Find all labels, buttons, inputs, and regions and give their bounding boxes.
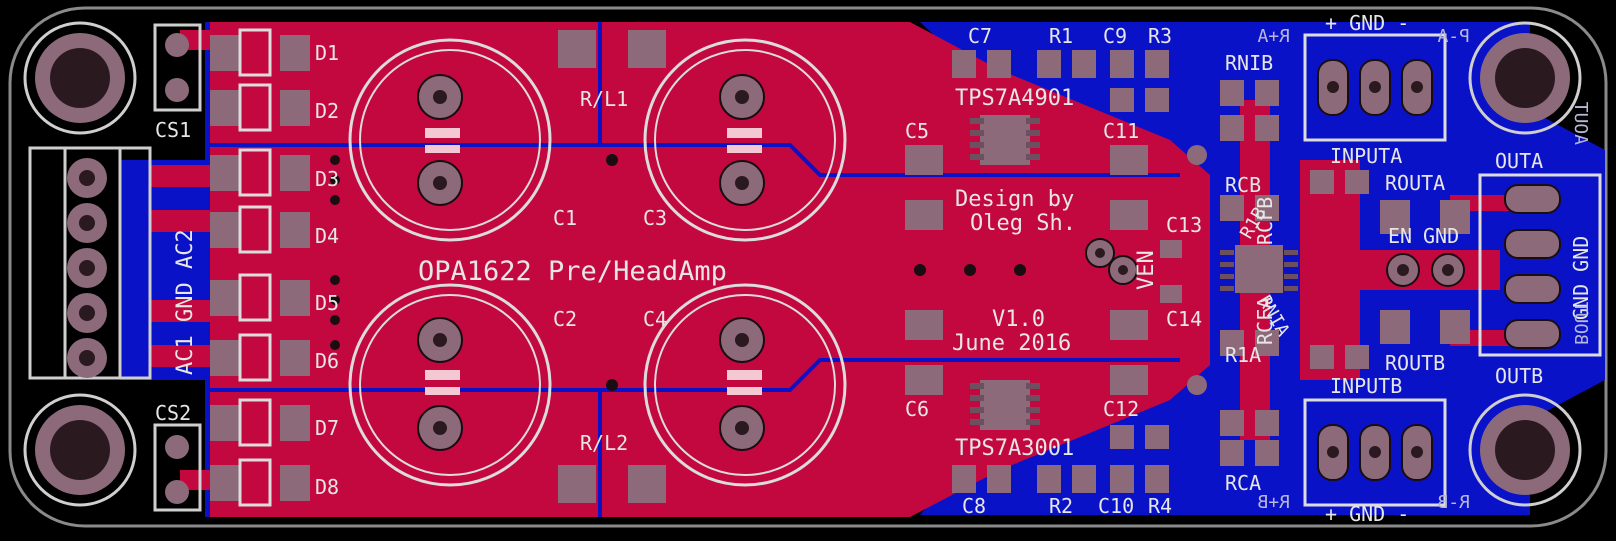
label-c2: C2 bbox=[553, 307, 577, 331]
right-smd-pads bbox=[1220, 80, 1470, 466]
label-d7: D7 bbox=[315, 416, 339, 440]
label-en: EN bbox=[1388, 224, 1412, 248]
opamp-chip bbox=[1220, 245, 1298, 293]
label-routa: ROUTA bbox=[1385, 171, 1445, 195]
left-connector bbox=[28, 146, 152, 380]
output-connector bbox=[1478, 173, 1602, 357]
label-c10: C10 bbox=[1098, 494, 1134, 518]
board-title: OPA1622 Pre/HeadAmp bbox=[418, 256, 727, 287]
mirror-ra: R+A bbox=[1257, 26, 1290, 47]
label-rnia: RNIB bbox=[1225, 51, 1273, 75]
label-c11: C11 bbox=[1103, 119, 1139, 143]
mirrored-silkscreen: P-A R+A R-B R+B AOUT BOUT bbox=[1257, 26, 1591, 513]
label-ven: VEN bbox=[1134, 250, 1159, 290]
label-routb: ROUTB bbox=[1385, 351, 1445, 375]
label-c14: C14 bbox=[1166, 307, 1202, 331]
mirror-bout: BOUT bbox=[1570, 301, 1591, 345]
label-c8: C8 bbox=[962, 494, 986, 518]
label-r1: R1 bbox=[1049, 24, 1073, 48]
label-rl2: R/L2 bbox=[580, 431, 628, 455]
electrolytic-caps bbox=[348, 38, 847, 487]
label-right-conn: GND GND bbox=[1569, 236, 1593, 320]
mirror-pa: P-A bbox=[1437, 26, 1470, 47]
relay-pads bbox=[558, 30, 666, 503]
label-r3: R3 bbox=[1148, 24, 1172, 48]
date: June 2016 bbox=[952, 331, 1071, 356]
label-outb: OUTB bbox=[1495, 364, 1543, 388]
cs-caps bbox=[153, 23, 202, 512]
label-cs2: CS2 bbox=[155, 401, 191, 425]
label-gnd-bot: + GND - bbox=[1325, 502, 1409, 526]
label-c1: C1 bbox=[553, 206, 577, 230]
label-cs1: CS1 bbox=[155, 118, 191, 142]
label-d5: D5 bbox=[315, 291, 339, 315]
blue-traces bbox=[210, 22, 1180, 517]
label-rcfb: RCFA bbox=[1253, 297, 1277, 345]
label-rcb: R1A bbox=[1225, 343, 1261, 367]
label-c12: C12 bbox=[1103, 397, 1139, 421]
label-reg2: TPS7A3001 bbox=[955, 436, 1074, 461]
label-rnib: RCA bbox=[1225, 471, 1261, 495]
label-rca: RCB bbox=[1225, 173, 1261, 197]
design-line1: Design by bbox=[955, 187, 1074, 212]
regulators bbox=[970, 115, 1040, 430]
label-d2: D2 bbox=[315, 99, 339, 123]
label-c7: C7 bbox=[968, 24, 992, 48]
label-c13: C13 bbox=[1166, 213, 1202, 237]
label-r4: R4 bbox=[1148, 494, 1172, 518]
design-line2: Oleg Sh. bbox=[970, 211, 1076, 236]
label-d4: D4 bbox=[315, 224, 339, 248]
label-d6: D6 bbox=[315, 349, 339, 373]
label-gnd-top: + GND - bbox=[1325, 11, 1409, 35]
vias bbox=[330, 154, 1026, 391]
version: V1.0 bbox=[992, 307, 1045, 332]
ven-header bbox=[1085, 145, 1207, 395]
label-c3: C3 bbox=[643, 206, 667, 230]
label-c9: C9 bbox=[1103, 24, 1127, 48]
label-c5: C5 bbox=[905, 119, 929, 143]
label-c4: C4 bbox=[643, 307, 667, 331]
label-gnd-en: GND bbox=[1423, 224, 1459, 248]
label-d8: D8 bbox=[315, 475, 339, 499]
label-left-conn: AC1 GND AC2 bbox=[173, 229, 198, 375]
en-gnd-header bbox=[1386, 253, 1465, 287]
label-rl1: R/L1 bbox=[580, 87, 628, 111]
label-reg1: TPS7A4901 bbox=[955, 86, 1074, 111]
mirror-rplusb: R+B bbox=[1257, 492, 1290, 513]
label-inputb: INPUTB bbox=[1330, 374, 1402, 398]
bottom-copper-conn bbox=[120, 160, 210, 380]
label-r2: R2 bbox=[1049, 494, 1073, 518]
mirror-aout: AOUT bbox=[1570, 101, 1591, 145]
label-inputa: INPUTA bbox=[1330, 144, 1402, 168]
label-c6: C6 bbox=[905, 397, 929, 421]
diode-pads bbox=[210, 35, 310, 501]
label-d1: D1 bbox=[315, 41, 339, 65]
mirror-rb: R-B bbox=[1437, 492, 1470, 513]
smd-pads bbox=[905, 50, 1182, 493]
input-connectors bbox=[1303, 33, 1447, 507]
mounting-holes bbox=[23, 21, 1582, 507]
label-outa: OUTA bbox=[1495, 149, 1543, 173]
label-d3: D3 bbox=[315, 167, 339, 191]
silkscreen: OPA1622 Pre/HeadAmp Design by Oleg Sh. V… bbox=[155, 11, 1593, 526]
label-rcfa: RCFB bbox=[1253, 197, 1277, 245]
diode-outlines bbox=[238, 28, 272, 507]
